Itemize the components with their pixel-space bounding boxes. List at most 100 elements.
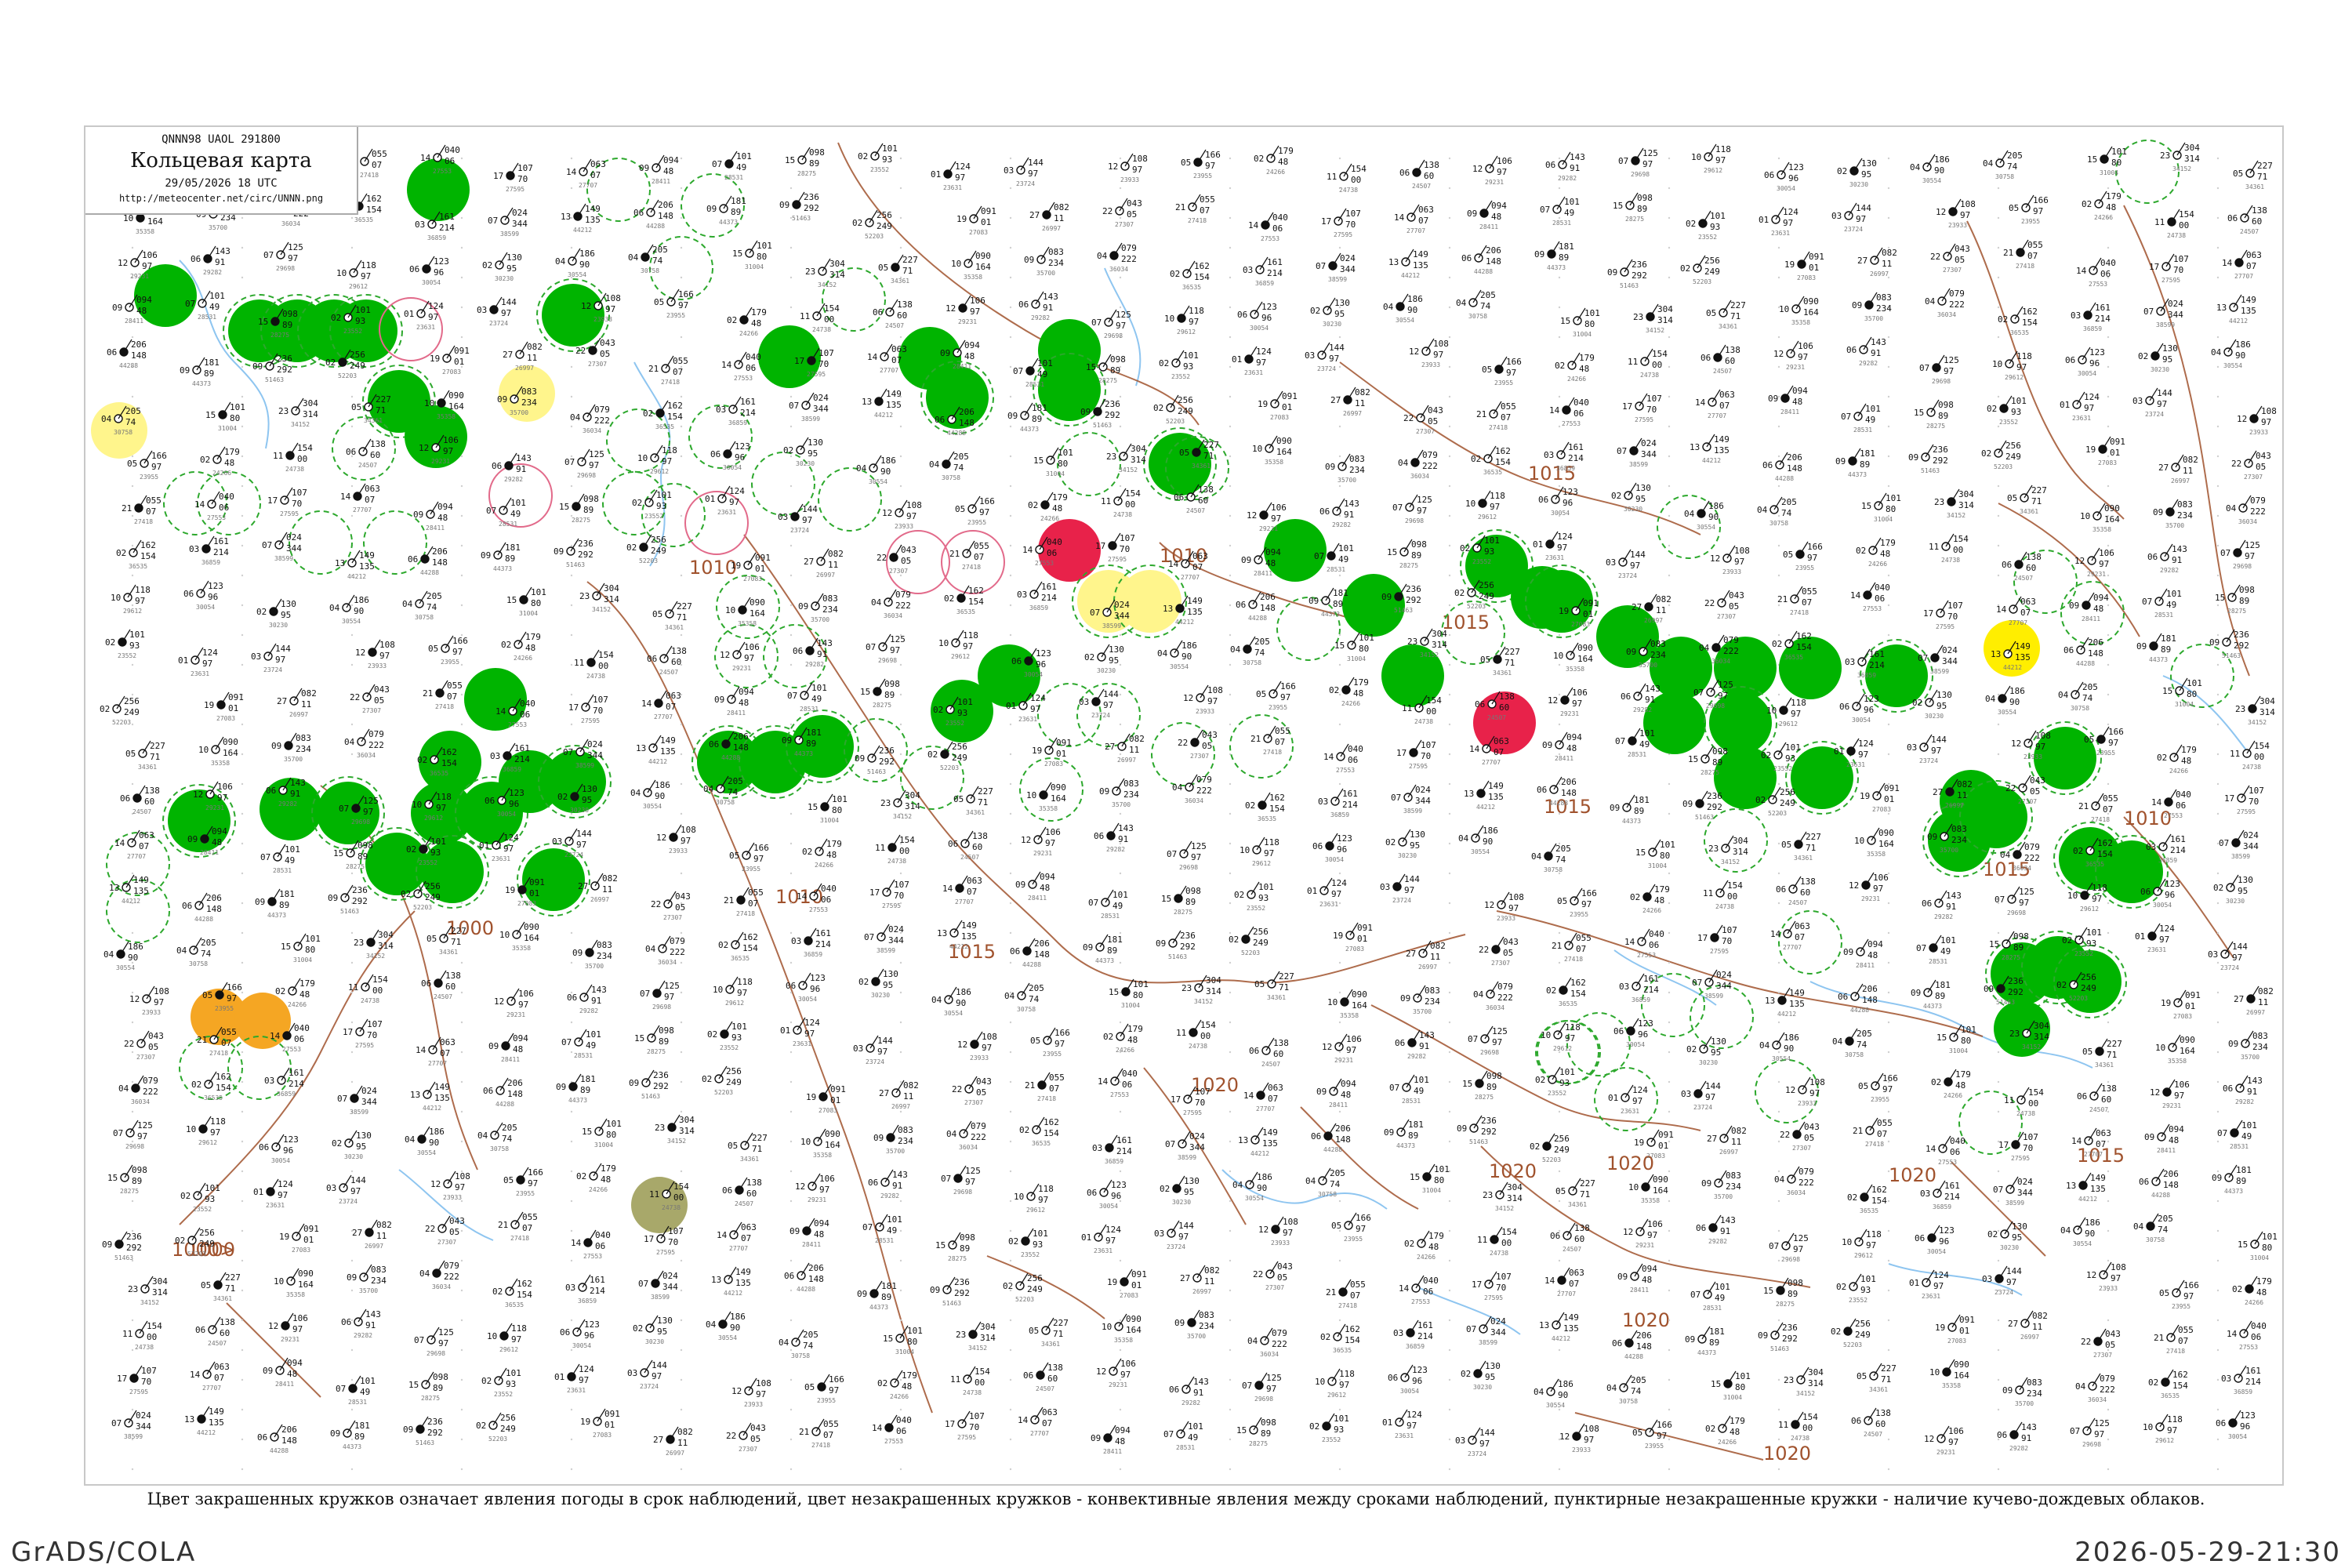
station-id: 27707 [1482,759,1501,766]
station-id: 24266 [1116,1047,1134,1054]
station-pressure: 106 [1647,1219,1663,1229]
station-dewpoint: 154 [140,551,156,561]
station-dewpoint: 11 [1204,1276,1214,1287]
station-dewpoint: 90 [880,466,891,477]
station-temperature: 17 [493,171,503,181]
station-id: 34361 [891,278,909,285]
station-temperature: 15 [1635,848,1646,858]
weather-phenomenon-circle [499,365,555,422]
station-pressure: 024 [1114,600,1130,610]
cb-cloud-ring [455,776,528,850]
station-temperature: 17 [2224,793,2234,804]
station-temperature: 02 [275,986,285,996]
station-pressure: 206 [1034,938,1050,949]
station-pressure: 161 [1342,789,1358,799]
station-pressure: 101 [736,151,752,162]
station-pressure: 162 [1044,1117,1059,1127]
station-temperature: 02 [1170,269,1180,279]
station-temperature: 09 [1835,456,1846,466]
weather-map: QNNN98 UAOL 291800 Кольцевая карта 29/05… [84,125,2284,1486]
station-id: 24507 [960,854,979,861]
station-dewpoint: 48 [2169,1135,2179,1145]
station-dewpoint: 97 [1105,1236,1116,1246]
station-id: 44288 [1549,800,1568,807]
station-pressure: 162 [1269,793,1285,803]
station-dewpoint: 314 [2034,1032,2049,1042]
station-dewpoint: 292 [2008,987,2024,997]
station-temperature: 07 [1769,1241,1779,1251]
station-pressure: 179 [751,307,767,318]
station-dewpoint: 292 [1632,270,1647,281]
station-pressure: 206 [1486,245,1501,256]
station-dewpoint: 00 [598,661,608,671]
station-id: 35358 [512,945,531,952]
cb-cloud-ring [2095,835,2169,909]
station-dewpoint: 06 [1348,755,1358,765]
station-temperature: 02 [1229,935,1239,945]
station-temperature: 03 [853,1044,863,1054]
station-pressure: 107 [1345,209,1361,219]
station-temperature: 10 [1628,1182,1639,1192]
station-pressure: 143 [1043,292,1058,302]
station-id: 27418 [1188,217,1207,224]
station-pressure: 040 [2100,258,2116,268]
station-dewpoint: 164 [825,1140,840,1150]
station-dewpoint: 74 [728,787,739,797]
station-temperature: 14 [114,838,125,848]
station-dewpoint: 97 [2016,362,2027,372]
station-pressure: 106 [518,989,534,999]
station-temperature: 15 [1109,987,1119,997]
station-dewpoint: 96 [1337,844,1347,855]
weather-phenomenon-circle [1865,644,1928,707]
station-id: 44288 [1323,1146,1342,1153]
station-id: 29698 [1932,378,1951,385]
isobar-label: 1015 [1528,463,1576,485]
station-pressure: 090 [1051,782,1066,793]
station-temperature: 04 [329,603,340,613]
station-id: 51463 [114,1254,133,1261]
station-dewpoint: 70 [2173,265,2183,275]
station-id: 30054 [1626,1041,1645,1048]
station-id: 31004 [1121,1002,1140,1009]
station-pressure: 149 [2015,641,2031,652]
station-pressure: 125 [1642,148,1658,158]
station-pressure: 079 [1121,243,1137,253]
station-pressure: 205 [1029,983,1044,993]
station-id: 36535 [505,1301,524,1308]
station-pressure: 079 [594,405,610,415]
station-dewpoint: 49 [1338,554,1348,564]
station-id: 27307 [1190,753,1209,760]
station-dewpoint: 154 [2022,318,2038,328]
station-pressure: 101 [355,305,371,315]
station-dewpoint: 74 [1555,855,1566,865]
station-pressure: 063 [2246,250,2262,260]
station-pressure: 144 [1856,203,1871,213]
station-id: 44373 [192,380,211,387]
station-temperature: 06 [868,1178,878,1188]
station-pressure: 094 [513,1033,528,1044]
station-dewpoint: 89 [884,690,895,700]
station-id: 51463 [1695,814,1714,821]
station-temperature: 23 [880,798,891,808]
cb-cloud-ring [1525,564,1599,638]
station-id: 29231 [2162,1102,2181,1109]
station-temperature: 10 [1553,651,1563,661]
station-id: 36535 [1182,284,1201,291]
station-pressure: 118 [210,1116,226,1127]
